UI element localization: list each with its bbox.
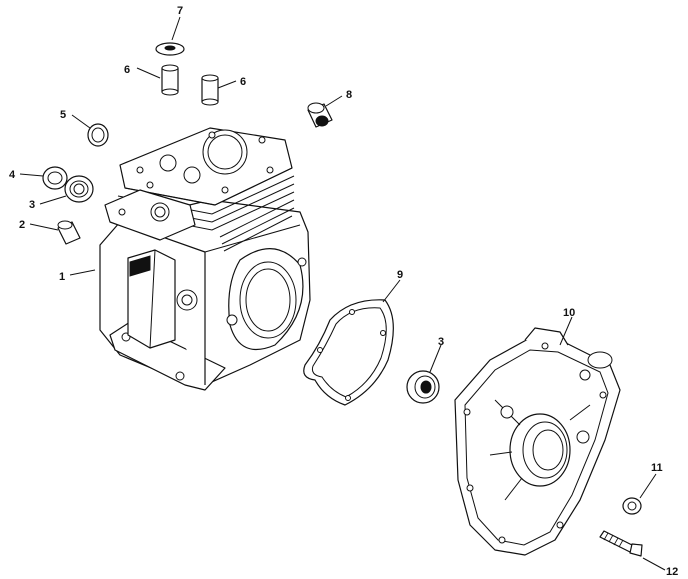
leader-lines bbox=[19, 16, 666, 571]
part-washer bbox=[155, 42, 185, 56]
part-screw bbox=[599, 530, 643, 557]
callout-6-left: 6 bbox=[124, 64, 130, 76]
callout-7: 7 bbox=[177, 5, 183, 17]
callout-12: 12 bbox=[666, 566, 678, 578]
callout-6-right: 6 bbox=[240, 76, 246, 88]
part-nut bbox=[622, 497, 642, 515]
part-oil-seal-right bbox=[406, 370, 440, 404]
callout-1: 1 bbox=[59, 271, 65, 283]
callout-10: 10 bbox=[563, 307, 575, 319]
part-valve-guide-left bbox=[161, 64, 179, 96]
callout-8: 8 bbox=[346, 89, 352, 101]
callout-2: 2 bbox=[19, 219, 25, 231]
part-closure-plate bbox=[454, 327, 621, 556]
callout-3-left: 3 bbox=[29, 199, 35, 211]
part-gasket bbox=[303, 299, 394, 406]
part-bearing bbox=[42, 166, 68, 190]
part-oil-seal-left bbox=[64, 175, 94, 203]
part-seal-ring bbox=[87, 123, 109, 147]
part-dowel-pin bbox=[57, 220, 81, 245]
part-cylinder-block bbox=[99, 127, 311, 391]
part-bushing bbox=[307, 102, 333, 128]
callout-labels: 7 6 6 8 5 4 3 2 1 9 3 10 11 12 bbox=[9, 5, 678, 578]
part-valve-guide-right bbox=[201, 74, 219, 106]
callout-5: 5 bbox=[60, 109, 66, 121]
callout-4: 4 bbox=[9, 169, 16, 181]
callout-9: 9 bbox=[397, 269, 403, 281]
callout-3-right: 3 bbox=[438, 336, 444, 348]
callout-11: 11 bbox=[651, 462, 663, 474]
